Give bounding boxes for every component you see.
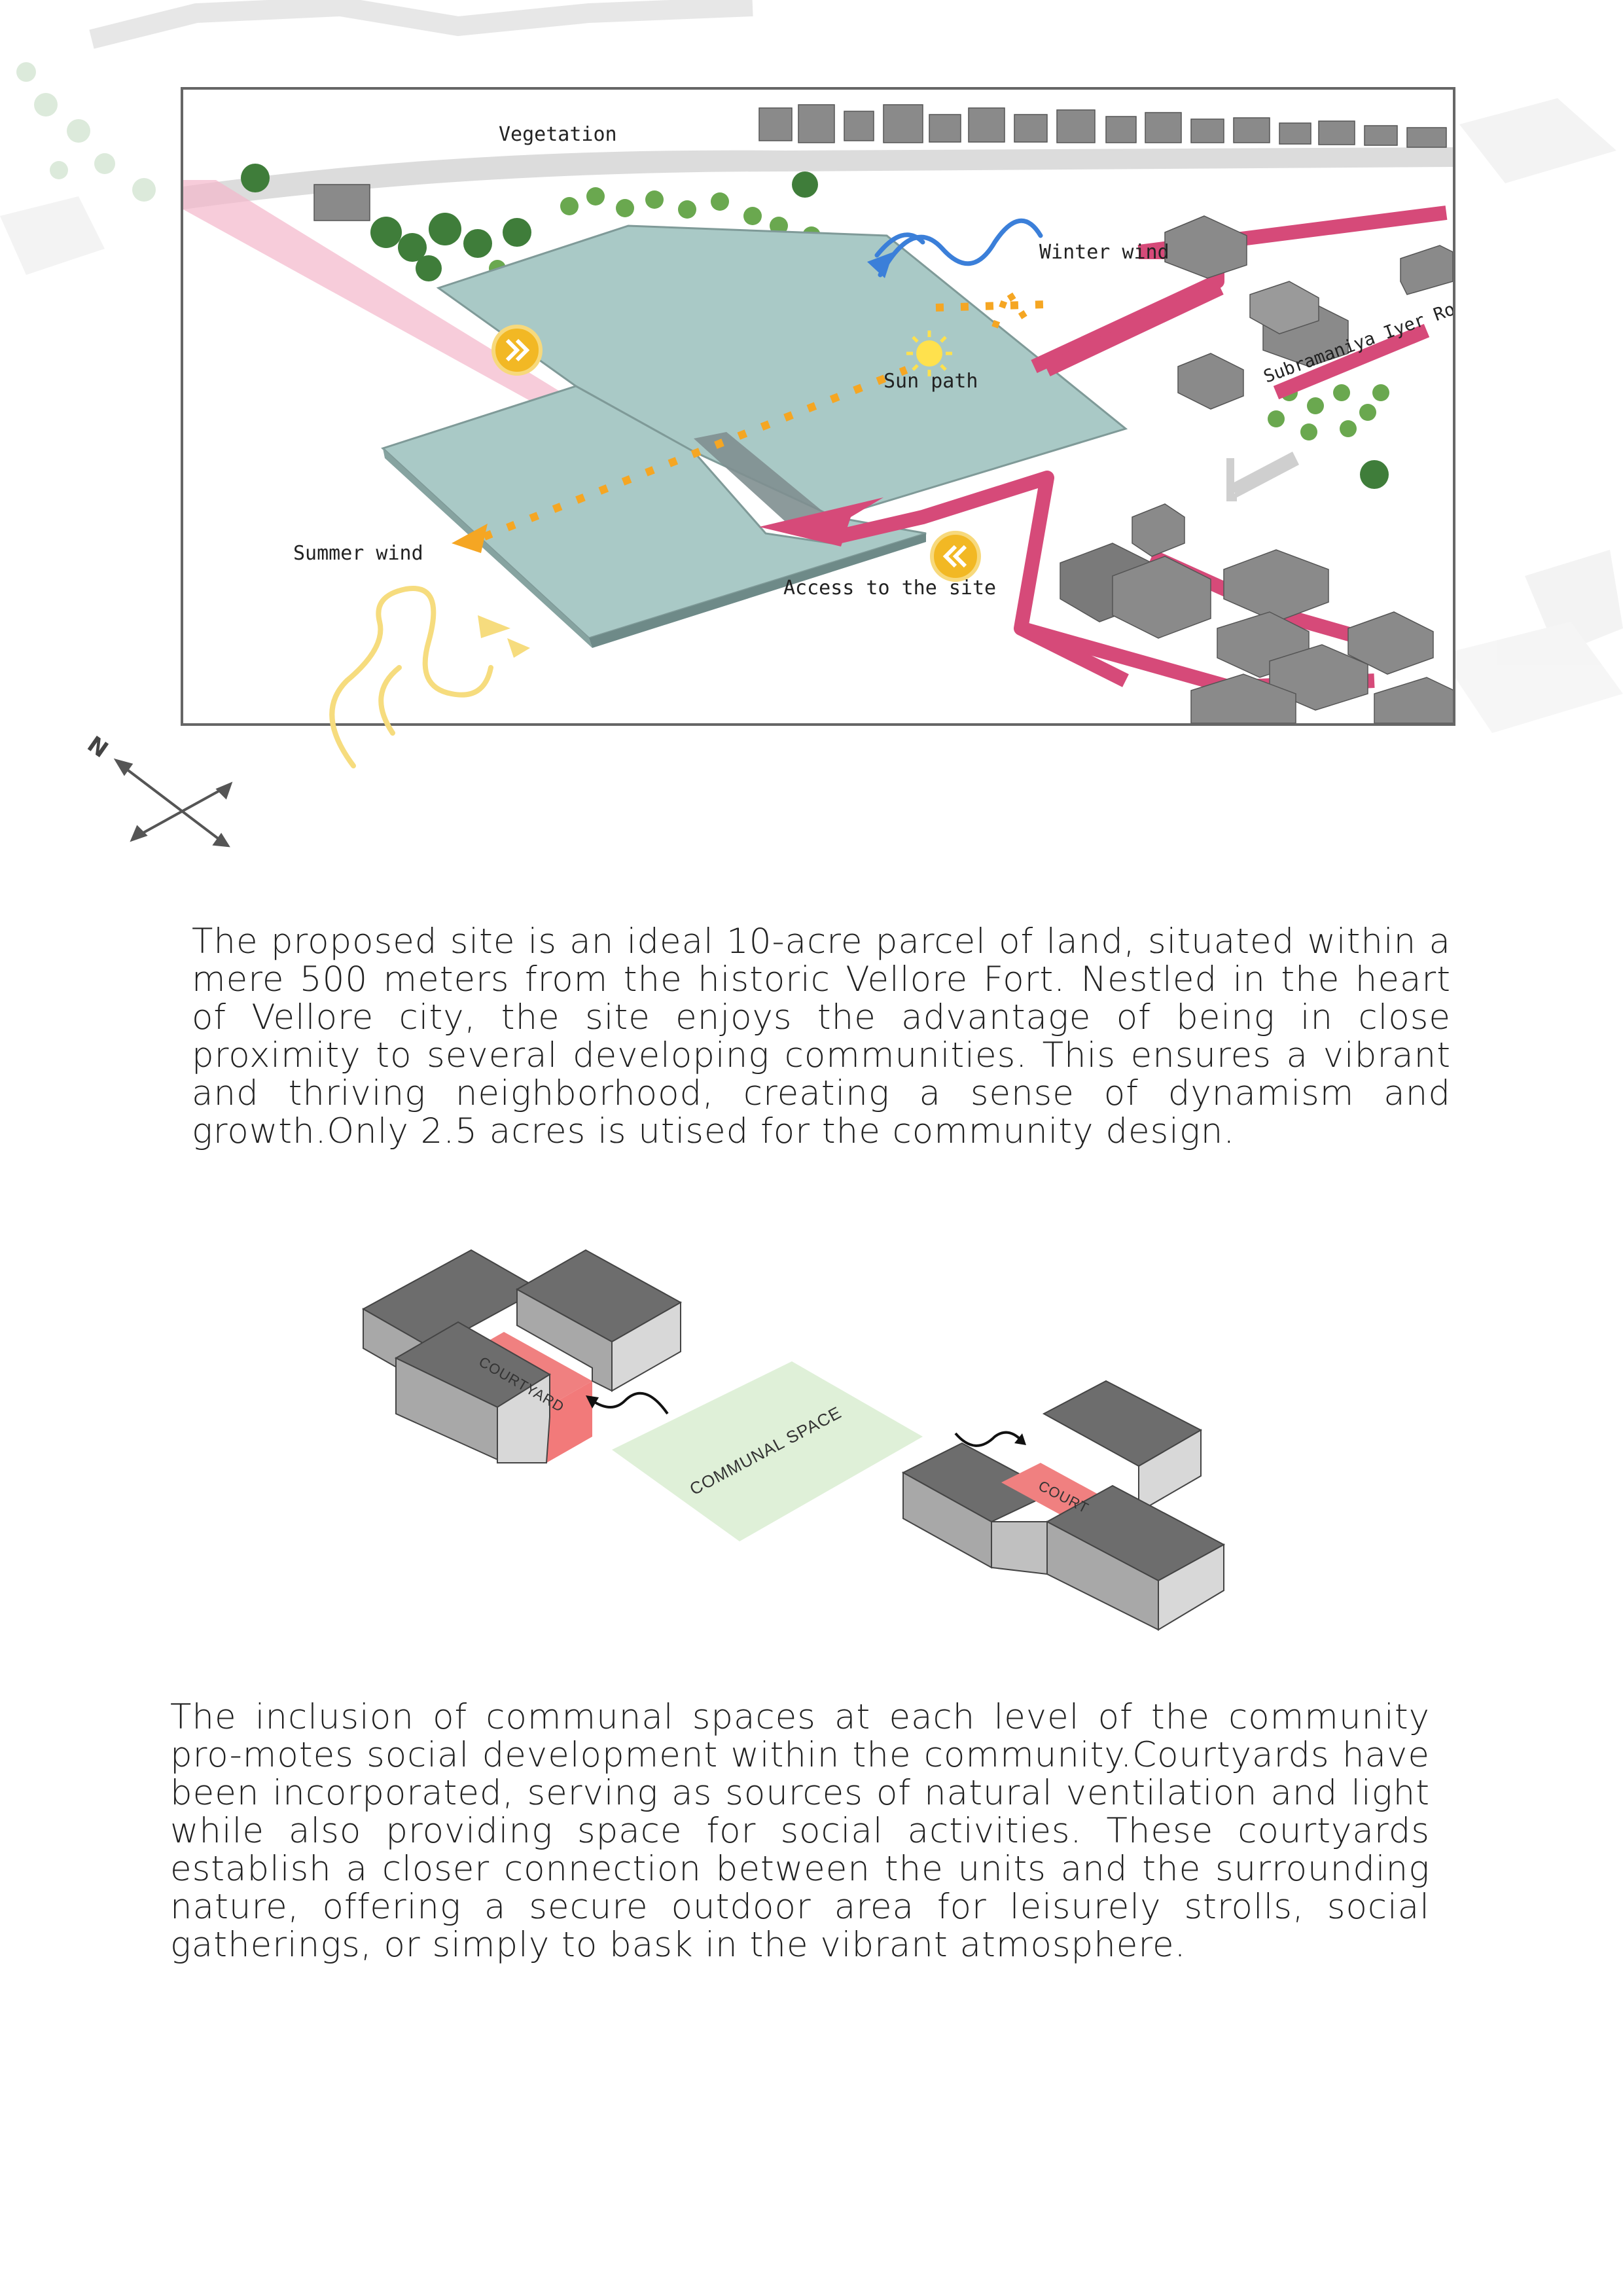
summer-wind-icon bbox=[329, 586, 530, 768]
label-sun-path: Sun path bbox=[883, 370, 978, 393]
courtyard-massing-diagram: COURTYARD COMMUNAL SPACE COURT bbox=[361, 1249, 1226, 1631]
site-description-paragraph: The proposed site is an ideal 10-acre pa… bbox=[192, 922, 1451, 1151]
site-plot bbox=[381, 224, 1128, 648]
communal-space-plane bbox=[612, 1361, 923, 1541]
access-marker-west bbox=[491, 325, 543, 376]
label-access: Access to the site bbox=[783, 577, 996, 600]
communal-description-paragraph: The inclusion of communal spaces at each… bbox=[170, 1697, 1430, 1965]
building-cluster bbox=[1060, 215, 1453, 723]
building-row-top bbox=[313, 104, 1447, 221]
winter-wind-icon bbox=[867, 218, 1043, 278]
arrow-to-right-courtyard-icon bbox=[954, 1431, 1026, 1447]
right-building-cluster: COURT bbox=[901, 1380, 1226, 1631]
label-winter-wind: Winter wind bbox=[1039, 241, 1169, 264]
sun-icon bbox=[906, 331, 952, 376]
label-vegetation: Vegetation bbox=[499, 123, 617, 146]
vegetation-road bbox=[183, 147, 1453, 209]
left-building-cluster: COURTYARD bbox=[361, 1249, 683, 1463]
compass-north-label: N bbox=[82, 731, 113, 763]
sun-path-line bbox=[452, 283, 1048, 553]
label-summer-wind: Summer wind bbox=[293, 542, 423, 565]
access-arrow bbox=[759, 497, 883, 547]
access-marker-east bbox=[930, 531, 981, 582]
site-analysis-diagram: Vegetation Winter wind Sun path Summer w… bbox=[0, 0, 1623, 848]
arrow-to-left-courtyard-icon bbox=[586, 1391, 669, 1415]
compass-icon: N bbox=[82, 731, 233, 848]
vegetation-trees bbox=[241, 164, 1389, 489]
surrounding-context bbox=[0, 0, 1623, 733]
